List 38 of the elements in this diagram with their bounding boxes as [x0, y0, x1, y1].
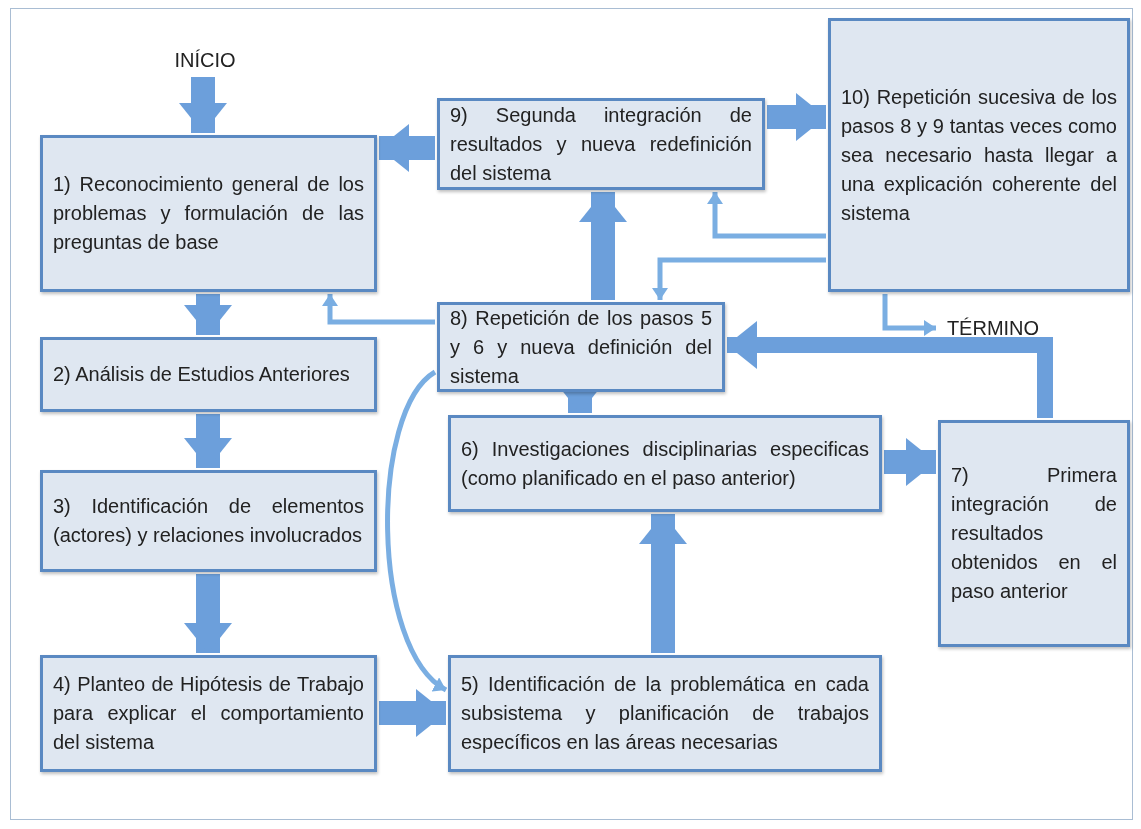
step-text: 9) Segunda integración de resultados y nueva redefinición del sistema [450, 102, 752, 186]
block-arrow [379, 124, 435, 172]
terminal-label: TÉRMINO [946, 316, 1040, 340]
block-arrow [379, 689, 446, 737]
step-box [40, 655, 377, 772]
step-box [938, 420, 1130, 647]
arrow [652, 257, 826, 300]
step-box [437, 302, 725, 392]
terminal-label: INÍCIO [174, 48, 236, 72]
step-box [448, 655, 882, 772]
step-box [40, 470, 377, 572]
step-text: 1) Reconocimiento general de los problemas y formulación de las preguntas de base [53, 172, 364, 255]
step-text: 5) Identificación de la problemática en cada subsistema y planificación de trabajos específicos en las áreas necesarias [461, 672, 869, 755]
block-arrow [184, 574, 232, 653]
step-text: 6) Investigaciones disciplinarias especificas (como planificado en el paso anterior) [461, 436, 869, 491]
block-arrow [767, 93, 826, 141]
block-arrow [727, 321, 1053, 418]
arrow [707, 192, 826, 239]
step-text: 7) Primera integración de resultados obtenidos en el paso anterior [951, 463, 1117, 604]
arrow [385, 370, 448, 692]
step-text: 4) Planteo de Hipótesis de Trabajo para explicar el comportamiento del sistema [53, 672, 364, 755]
step-text: 3) Identificación de elementos (actores) y relaciones involucrados [53, 494, 364, 548]
arrow [322, 294, 435, 325]
step-box [40, 135, 377, 292]
step-text: 10) Repetición sucesiva de los pasos 8 y 9 tantas veces como sea necesario hasta llegar a una explicación coherente del sistema [841, 84, 1117, 226]
step-box [40, 337, 377, 412]
step-text: 8) Repetición de los pasos 5 y 6 y nueva definición del sistema [450, 305, 712, 389]
step-box [437, 98, 765, 190]
block-arrow [884, 438, 936, 486]
arrow [882, 294, 936, 336]
step-text: 2) Análisis de Estudios Anteriores [53, 362, 351, 387]
block-arrow [184, 414, 232, 468]
block-arrow [179, 77, 227, 133]
step-box [828, 18, 1130, 292]
step-box [448, 415, 882, 512]
block-arrow [579, 192, 627, 300]
block-arrow [184, 294, 232, 335]
block-arrow [639, 514, 687, 653]
